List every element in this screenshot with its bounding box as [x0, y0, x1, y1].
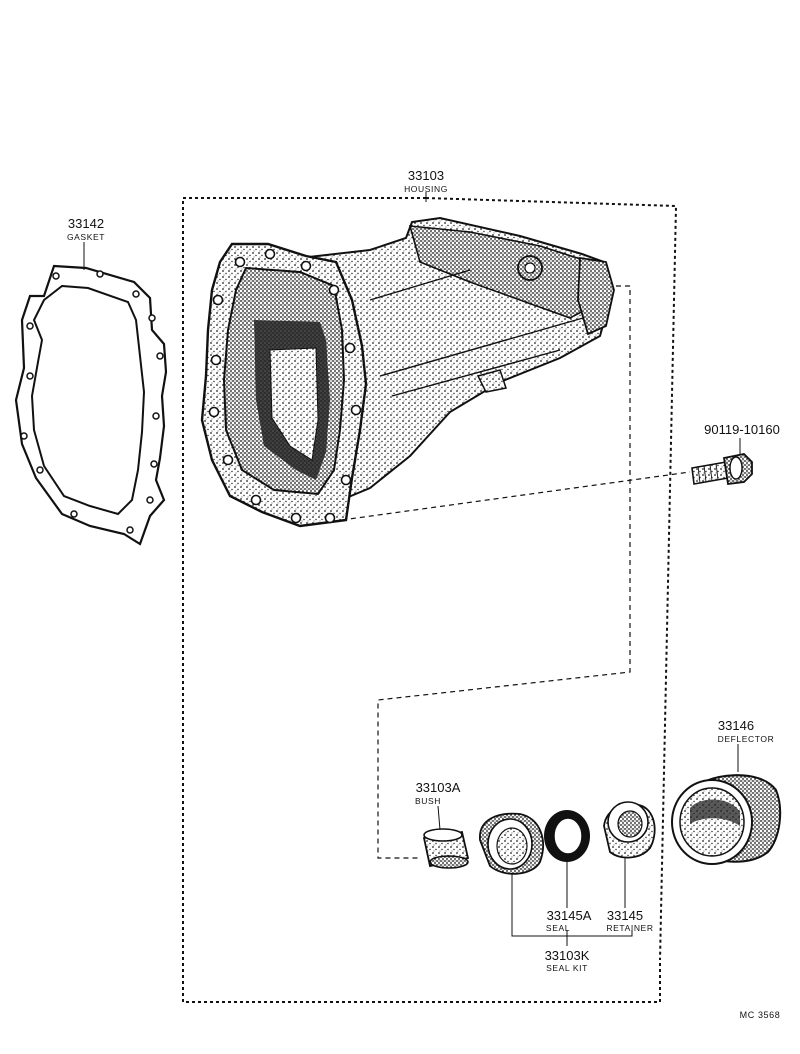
part-number: 33146: [718, 718, 754, 733]
part-name: GASKET: [67, 232, 105, 242]
seal-drawing: [544, 810, 590, 862]
callout-housing: 33103 HOUSING: [404, 168, 448, 194]
part-name: RETAINER: [606, 923, 653, 933]
gasket-drawing: [14, 264, 168, 546]
part-number: 33103: [408, 168, 444, 183]
callout-retainer: 33145 RETAINER: [606, 908, 653, 933]
part-number: 33103K: [545, 948, 590, 963]
part-number: 90119-10160: [704, 422, 780, 437]
housing-group-boundary: [182, 197, 678, 1003]
part-number: 33145A: [547, 908, 592, 923]
part-name: SEAL KIT: [546, 963, 588, 973]
deflector-drawing: [671, 774, 782, 865]
part-number: 33103A: [416, 780, 461, 795]
callout-bolt: 90119-10160: [704, 422, 780, 437]
part-name: HOUSING: [404, 184, 448, 194]
part-name: DEFLECTOR: [718, 734, 775, 744]
part-name: SEAL: [546, 923, 570, 933]
part-number: 33142: [68, 216, 104, 231]
seal-kit-ring-drawing: [479, 812, 544, 875]
housing-drawing: [200, 216, 615, 528]
part-name: BUSH: [415, 796, 441, 806]
callout-seal-kit: 33103K SEAL KIT: [545, 948, 590, 973]
drawing-code: MC 3568: [740, 1010, 781, 1020]
bush-drawing: [422, 828, 470, 869]
dashed-leader-lines: [341, 285, 691, 859]
part-number: 33145: [607, 908, 643, 923]
callout-deflector: 33146 DEFLECTOR: [718, 718, 775, 744]
callout-bush: 33103A BUSH: [415, 780, 461, 806]
callout-seal: 33145A SEAL: [546, 908, 592, 933]
bolt-drawing: [691, 453, 753, 486]
retainer-drawing: [603, 801, 656, 859]
solid-leader-lines: [83, 192, 741, 946]
callout-gasket: 33142 GASKET: [67, 216, 105, 242]
